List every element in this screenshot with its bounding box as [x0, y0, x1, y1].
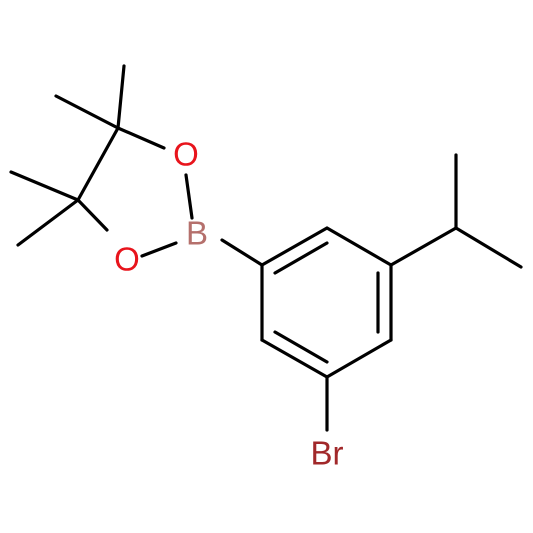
atom-o-top: O — [173, 136, 199, 173]
atom-o-bottom: O — [114, 241, 140, 278]
bond-ring-inner-1 — [273, 241, 329, 275]
bond-c1-methyl-left — [54, 94, 120, 130]
bond-isopropyl-methyl-right — [454, 226, 523, 269]
bond-ring-isopropyl — [389, 226, 458, 267]
bond-c1-o1 — [116, 126, 166, 150]
bond-c2-methyl-left — [9, 170, 80, 202]
bond-ring-inner-3 — [273, 330, 329, 364]
bond-b-aryl — [220, 238, 264, 267]
bond-c1-c2 — [76, 126, 120, 202]
bond-c2-o2 — [76, 198, 109, 232]
bond-o2-b — [140, 241, 178, 258]
bond-c2-methyl-bottom — [16, 198, 80, 247]
bond-c1-methyl-top — [116, 64, 126, 130]
atom-b: B — [186, 215, 208, 252]
bond-ring-1 — [260, 226, 329, 267]
bond-ring-2 — [325, 226, 393, 267]
bond-ring-4 — [325, 338, 393, 379]
bond-ring-5 — [260, 338, 329, 379]
atom-br: Br — [311, 435, 344, 472]
bond-o1-b — [184, 173, 194, 220]
